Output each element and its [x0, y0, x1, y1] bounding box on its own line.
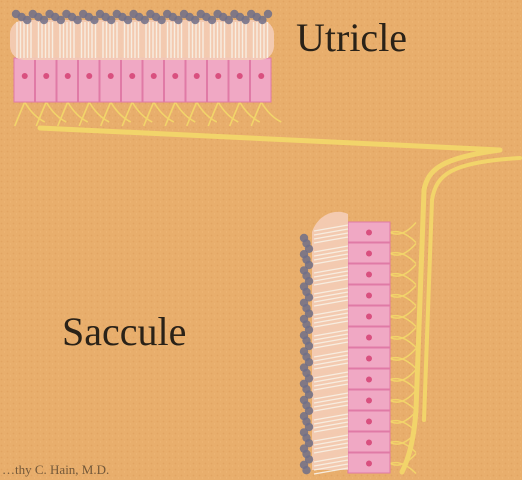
utricle-cell-nucleus	[108, 73, 114, 79]
utricle-label: Utricle	[296, 14, 407, 61]
utricle-cell-nucleus	[86, 73, 92, 79]
utricle-cell-nucleus	[65, 73, 71, 79]
saccule-cell-nucleus	[366, 440, 372, 446]
saccule-cell-nucleus	[366, 314, 372, 320]
utricle-hair-cell	[57, 58, 78, 102]
utricle-hair-cells	[14, 58, 271, 102]
utricle-hair-cell	[208, 58, 229, 102]
saccule-cell-nucleus	[366, 377, 372, 383]
saccule-cell-nucleus	[366, 272, 372, 278]
utricle-otoconium	[264, 10, 272, 18]
saccule-stereocilia	[312, 212, 348, 474]
saccule-hair-cells	[348, 222, 390, 473]
utricle-cell-nucleus	[129, 73, 135, 79]
utricle-hair-cell	[143, 58, 164, 102]
utricle-hair-cell	[186, 58, 207, 102]
utricle-cell-nucleus	[22, 73, 28, 79]
utricle-hair-cell	[100, 58, 121, 102]
utricle-cell-nucleus	[151, 73, 157, 79]
utricle-stereocilia	[10, 20, 274, 60]
artist-credit: …thy C. Hain, M.D.	[2, 462, 109, 478]
saccule-cell-nucleus	[366, 356, 372, 362]
saccule-cell-nucleus	[366, 293, 372, 299]
utricle-cell-nucleus	[172, 73, 178, 79]
utricle-cell-nucleus	[215, 73, 221, 79]
utricle-hair-cell	[36, 58, 57, 102]
utricle-cell-nucleus	[43, 73, 49, 79]
utricle-cell-nucleus	[194, 73, 200, 79]
utricle-cell-nucleus	[258, 73, 264, 79]
saccule-cell-nucleus	[366, 461, 372, 467]
saccule-cell-nucleus	[366, 419, 372, 425]
utricle-hair-cell	[122, 58, 143, 102]
saccule-otoconium	[302, 466, 310, 474]
utricle-hair-cell	[229, 58, 250, 102]
saccule-cell-nucleus	[366, 398, 372, 404]
saccule-cell-nucleus	[366, 230, 372, 236]
utricle-hair-cell	[79, 58, 100, 102]
utricle-cell-nucleus	[237, 73, 243, 79]
utricle-hair-cell	[165, 58, 186, 102]
saccule-cell-nucleus	[366, 251, 372, 257]
utricle-hair-cell	[14, 58, 35, 102]
saccule-label: Saccule	[62, 308, 186, 355]
utricle-hair-cell	[251, 58, 272, 102]
saccule-cell-nucleus	[366, 335, 372, 341]
